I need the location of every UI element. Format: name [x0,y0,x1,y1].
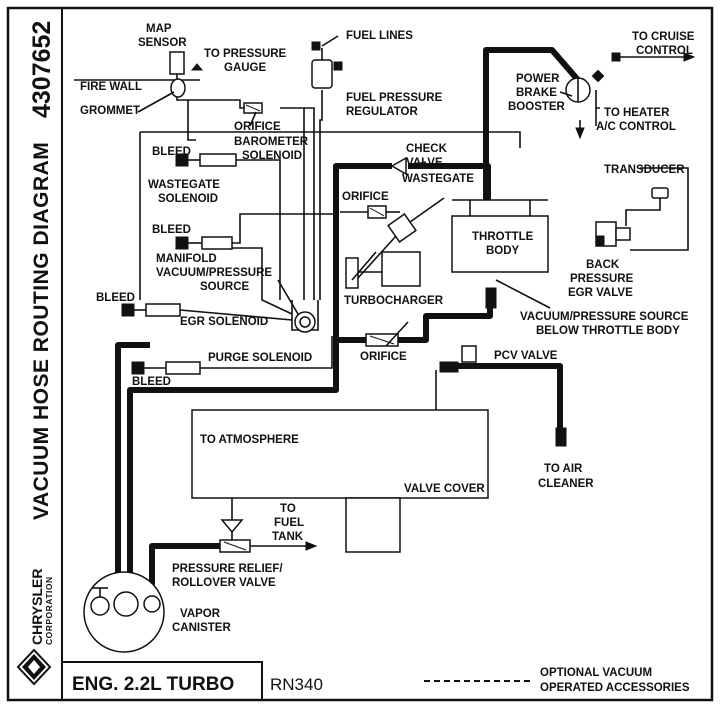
pcv-valve [439,345,477,373]
barometer-solenoid [199,153,237,167]
pentastar-logo [16,648,52,686]
label-wastegate-sol-1: WASTEGATE [148,179,220,191]
label-canister-2: CANISTER [172,622,231,634]
engine-label: ENG. 2.2L TURBO [72,674,234,695]
diagram-title: VACUUM HOSE ROUTING DIAGRAM [30,142,53,520]
label-orifice-mid: ORIFICE [342,191,389,203]
label-below-throttle-1: VACUUM/PRESSURE SOURCE [520,311,689,323]
outer-frame [6,6,714,702]
label-egr-solenoid: EGR SOLENOID [180,316,268,328]
transducer [651,187,669,199]
thin-hoses [74,70,689,547]
label-cruise-1: TO CRUISE [632,31,695,43]
label-fuel-regulator-2: REGULATOR [346,106,418,118]
thick-hoses [115,47,581,585]
label-brake-2: BRAKE [516,87,557,99]
label-relief-2: ROLLOVER VALVE [172,577,276,589]
brand-sub: CORPORATION [44,576,54,645]
code-label: RN340 [270,675,323,694]
label-barometer-1: BAROMETER [234,136,309,148]
label-transducer: TRANSDUCER [604,164,685,176]
component-labels: MAP SENSOR TO PRESSURE GAUGE FUEL LINES … [80,23,695,634]
label-relief-1: PRESSURE RELIEF/ [172,563,283,575]
label-barometer-2: SOLENOID [242,150,302,162]
label-check-valve-2: VALVE [406,157,443,169]
label-grommet: GROMMET [80,105,140,117]
label-map-sensor-2: SENSOR [138,37,187,49]
label-bleed-2: BLEED [152,224,191,236]
label-back-pressure-2: PRESSURE [570,273,634,285]
label-below-throttle-2: BELOW THROTTLE BODY [536,325,680,337]
below-throttle-fitting [485,287,497,309]
leader-lines [137,91,573,347]
label-brake-1: POWER [516,73,560,85]
label-air-cleaner-2: CLEANER [538,478,594,490]
vapor-canister [83,571,165,653]
throttle-body [451,215,549,273]
label-purge-solenoid: PURGE SOLENOID [208,352,312,364]
label-back-pressure-1: BACK [586,259,620,271]
map-sensor [169,51,185,75]
legend-line-1: OPTIONAL VACUUM [540,667,652,679]
label-wastegate: WASTEGATE [402,173,474,185]
label-valve-cover: VALVE COVER [404,483,485,495]
label-fuel-tank-1: TO [280,503,296,515]
egr-solenoid [145,303,181,317]
engine-box [61,661,263,701]
back-pressure-egr-valve [595,221,631,247]
label-pressure-gauge-1: TO PRESSURE [204,48,287,60]
valve-cover [191,409,489,553]
label-check-valve-1: CHECK [406,143,448,155]
label-map-sensor-1: MAP [146,23,172,35]
label-throttle-2: BODY [486,245,520,257]
label-fuel-regulator-1: FUEL PRESSURE [346,92,443,104]
brand-name: CHRYSLER [29,569,45,646]
label-throttle-1: THROTTLE [472,231,534,243]
label-air-cleaner-1: TO AIR [544,463,583,475]
label-turbocharger: TURBOCHARGER [344,295,444,307]
bleed-plug-4 [131,361,145,375]
label-fire-wall: FIRE WALL [80,81,142,93]
purge-solenoid [165,361,201,375]
label-bleed-3: BLEED [96,292,135,304]
pressure-relief-valve [219,519,251,553]
label-canister-1: VAPOR [180,608,221,620]
bleed-plug-3 [121,303,135,317]
check-valve [390,156,407,176]
label-fuel-lines: FUEL LINES [346,30,413,42]
wastegate-solenoid [201,236,233,250]
label-brake-3: BOOSTER [508,101,566,113]
grommet [170,78,186,98]
label-bleed-4: BLEED [132,376,171,388]
label-manifold-2: VACUUM/PRESSURE [156,267,272,279]
label-fuel-tank-2: FUEL [274,517,304,529]
label-manifold-1: MANIFOLD [156,253,217,265]
label-wastegate-sol-2: SOLENOID [158,193,218,205]
turbocharger [345,251,421,289]
label-atmosphere: TO ATMOSPHERE [200,434,299,446]
label-back-pressure-3: EGR VALVE [568,287,633,299]
part-number: 4307652 [28,21,56,118]
fuel-pressure-regulator [311,41,343,89]
label-fuel-tank-3: TANK [272,531,304,543]
legend-line-2: OPERATED ACCESSORIES [540,682,690,694]
air-cleaner-fitting [555,427,567,447]
label-heater-2: A/C CONTROL [596,121,676,133]
label-pcv-valve: PCV VALVE [494,350,558,362]
bleed-plug-2 [175,236,189,250]
label-manifold-3: SOURCE [200,281,250,293]
label-orifice-low: ORIFICE [360,351,407,363]
label-pressure-gauge-2: GAUGE [224,62,267,74]
label-cruise-2: CONTROL [636,45,693,57]
label-bleed-1: BLEED [152,146,191,158]
label-orifice-top: ORIFICE [234,121,281,133]
bleed-plug-1 [175,153,189,167]
label-heater-1: TO HEATER [604,107,670,119]
